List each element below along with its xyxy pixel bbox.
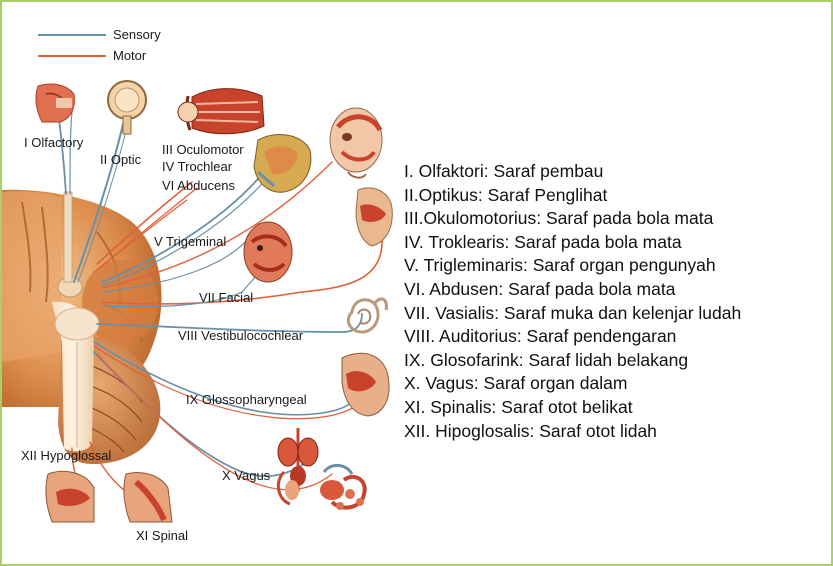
throat-section-illustration-glossopharyngeal: [341, 352, 390, 417]
label-vestibulocochlear: VIII Vestibulocochlear: [178, 328, 304, 343]
brain-base: [2, 189, 162, 464]
description-item: XI. Spinalis: Saraf otot belikat: [404, 396, 633, 417]
label-vagus: X Vagus: [222, 468, 271, 483]
description-item: VIII. Auditorius: Saraf pendengaran: [404, 326, 677, 347]
label-olfactory: I Olfactory: [24, 135, 84, 150]
eye-illustration-optic: [107, 80, 147, 135]
label-optic: II Optic: [100, 152, 142, 167]
description-item: IX. Glosofarink: Saraf lidah belakang: [404, 349, 689, 370]
legend-sensory-label: Sensory: [113, 27, 161, 42]
description-item: X. Vagus: Saraf organ dalam: [404, 373, 628, 394]
label-oculomotor: III Oculomotor: [162, 142, 244, 157]
description-item: XII. Hipoglosalis: Saraf otot lidah: [404, 420, 657, 441]
organs-illustration-vagus: [276, 428, 367, 510]
label-hypoglossal: XII Hypoglossal: [21, 448, 112, 463]
label-facial: VII Facial: [199, 290, 254, 305]
legend-motor-label: Motor: [113, 48, 147, 63]
label-trigeminal: V Trigeminal: [154, 234, 227, 249]
face-illustration-facial: [243, 221, 293, 283]
face-muscles-illustration-trigeminal: [329, 107, 383, 179]
neck-muscle-illustration-spinal: [123, 472, 173, 523]
description-item: I. Olfaktori: Saraf pembau: [404, 161, 604, 181]
description-item: II.Optikus: Saraf Penglihat: [404, 184, 608, 205]
inner-ear-illustration: [346, 297, 388, 334]
description-item: IV. Troklearis: Saraf pada bola mata: [404, 231, 682, 252]
tongue-neck-illustration-hypoglossal: [45, 470, 95, 523]
description-item: III.Okulomotorius: Saraf pada bola mata: [404, 208, 714, 229]
description-item: VI. Abdusen: Saraf pada bola mata: [404, 278, 676, 299]
label-spinal: XI Spinal: [136, 528, 189, 543]
mouth-section-illustration: [355, 187, 393, 247]
nerve-description-list: I. Olfaktori: Saraf pembau II.Optikus: S…: [404, 160, 741, 443]
label-trochlear: IV Trochlear: [162, 159, 233, 174]
label-glossopharyngeal: IX Glossopharyngeal: [186, 392, 307, 407]
description-item: V. Trigleminaris: Saraf organ pengunyah: [404, 255, 716, 276]
eye-socket-trochlear-illustration: [253, 134, 312, 193]
nerve-pathways: [56, 106, 383, 503]
nose-illustration-olfactory: [35, 83, 75, 123]
eye-muscles-illustration: [177, 88, 265, 135]
label-abducens: VI Abducens: [162, 178, 235, 193]
description-item: VII. Vasialis: Saraf muka dan kelenjar l…: [404, 302, 742, 323]
